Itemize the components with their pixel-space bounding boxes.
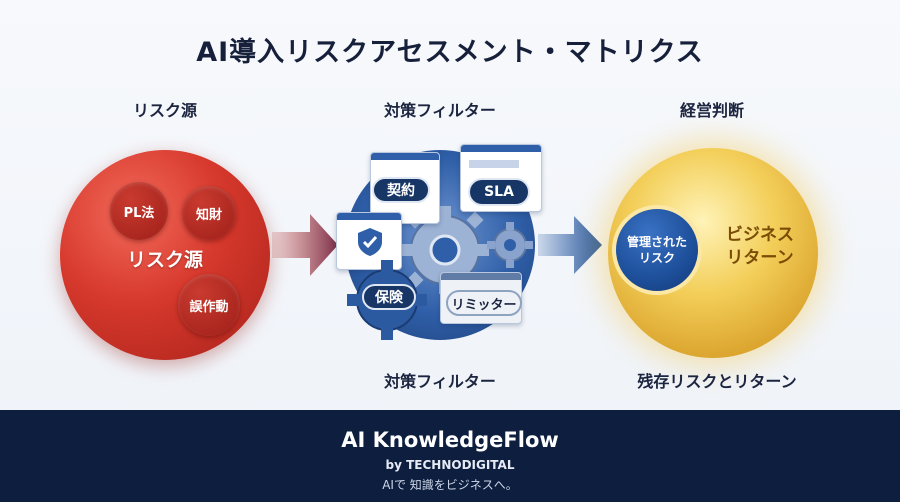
small-gear-icon (487, 222, 533, 268)
business-return-label: ビジネス リターン (710, 224, 810, 270)
bubble-pl-law: PL法 (110, 182, 168, 240)
shield-icon (358, 228, 382, 256)
bubble-malfunction: 誤作動 (178, 274, 240, 336)
business-return-line2: リターン (726, 247, 794, 268)
footer: AI KnowledgeFlow by TECHNODIGITAL AIで 知識… (0, 410, 900, 502)
risk-source-sphere: PL法 知財 リスク源 誤作動 (60, 150, 270, 360)
business-return-line1: ビジネス (726, 225, 794, 245)
label-filter-bottom: 対策フィルター (384, 372, 496, 391)
managed-risk-circle: 管理された リスク (612, 205, 702, 295)
label-risk-source: リスク源 (132, 101, 197, 120)
managed-risk-line1: 管理された (626, 234, 687, 249)
insurance-pill: 保険 (362, 284, 416, 310)
arrow-right-icon-2 (538, 216, 602, 274)
sla-pill: SLA (468, 178, 530, 206)
limiter-pill: リミッター (446, 290, 522, 316)
brand-tagline: AIで 知識をビジネスへ。 (382, 478, 518, 492)
brand-name: AI KnowledgeFlow (341, 428, 559, 452)
page-title: AI導入リスクアセスメント・マトリクス (196, 37, 704, 68)
label-filter-top: 対策フィルター (384, 101, 496, 120)
managed-risk-line2: リスク (638, 251, 675, 265)
label-residual: 残存リスクとリターン (637, 372, 797, 391)
label-decision: 経営判断 (679, 101, 744, 120)
arrow-right-icon (272, 214, 338, 276)
contract-pill: 契約 (372, 177, 430, 203)
shield-card (336, 212, 402, 270)
bubble-ip: 知財 (182, 186, 236, 240)
brand-byline: by TECHNODIGITAL (385, 458, 515, 472)
risk-center-label: リスク源 (126, 249, 203, 271)
